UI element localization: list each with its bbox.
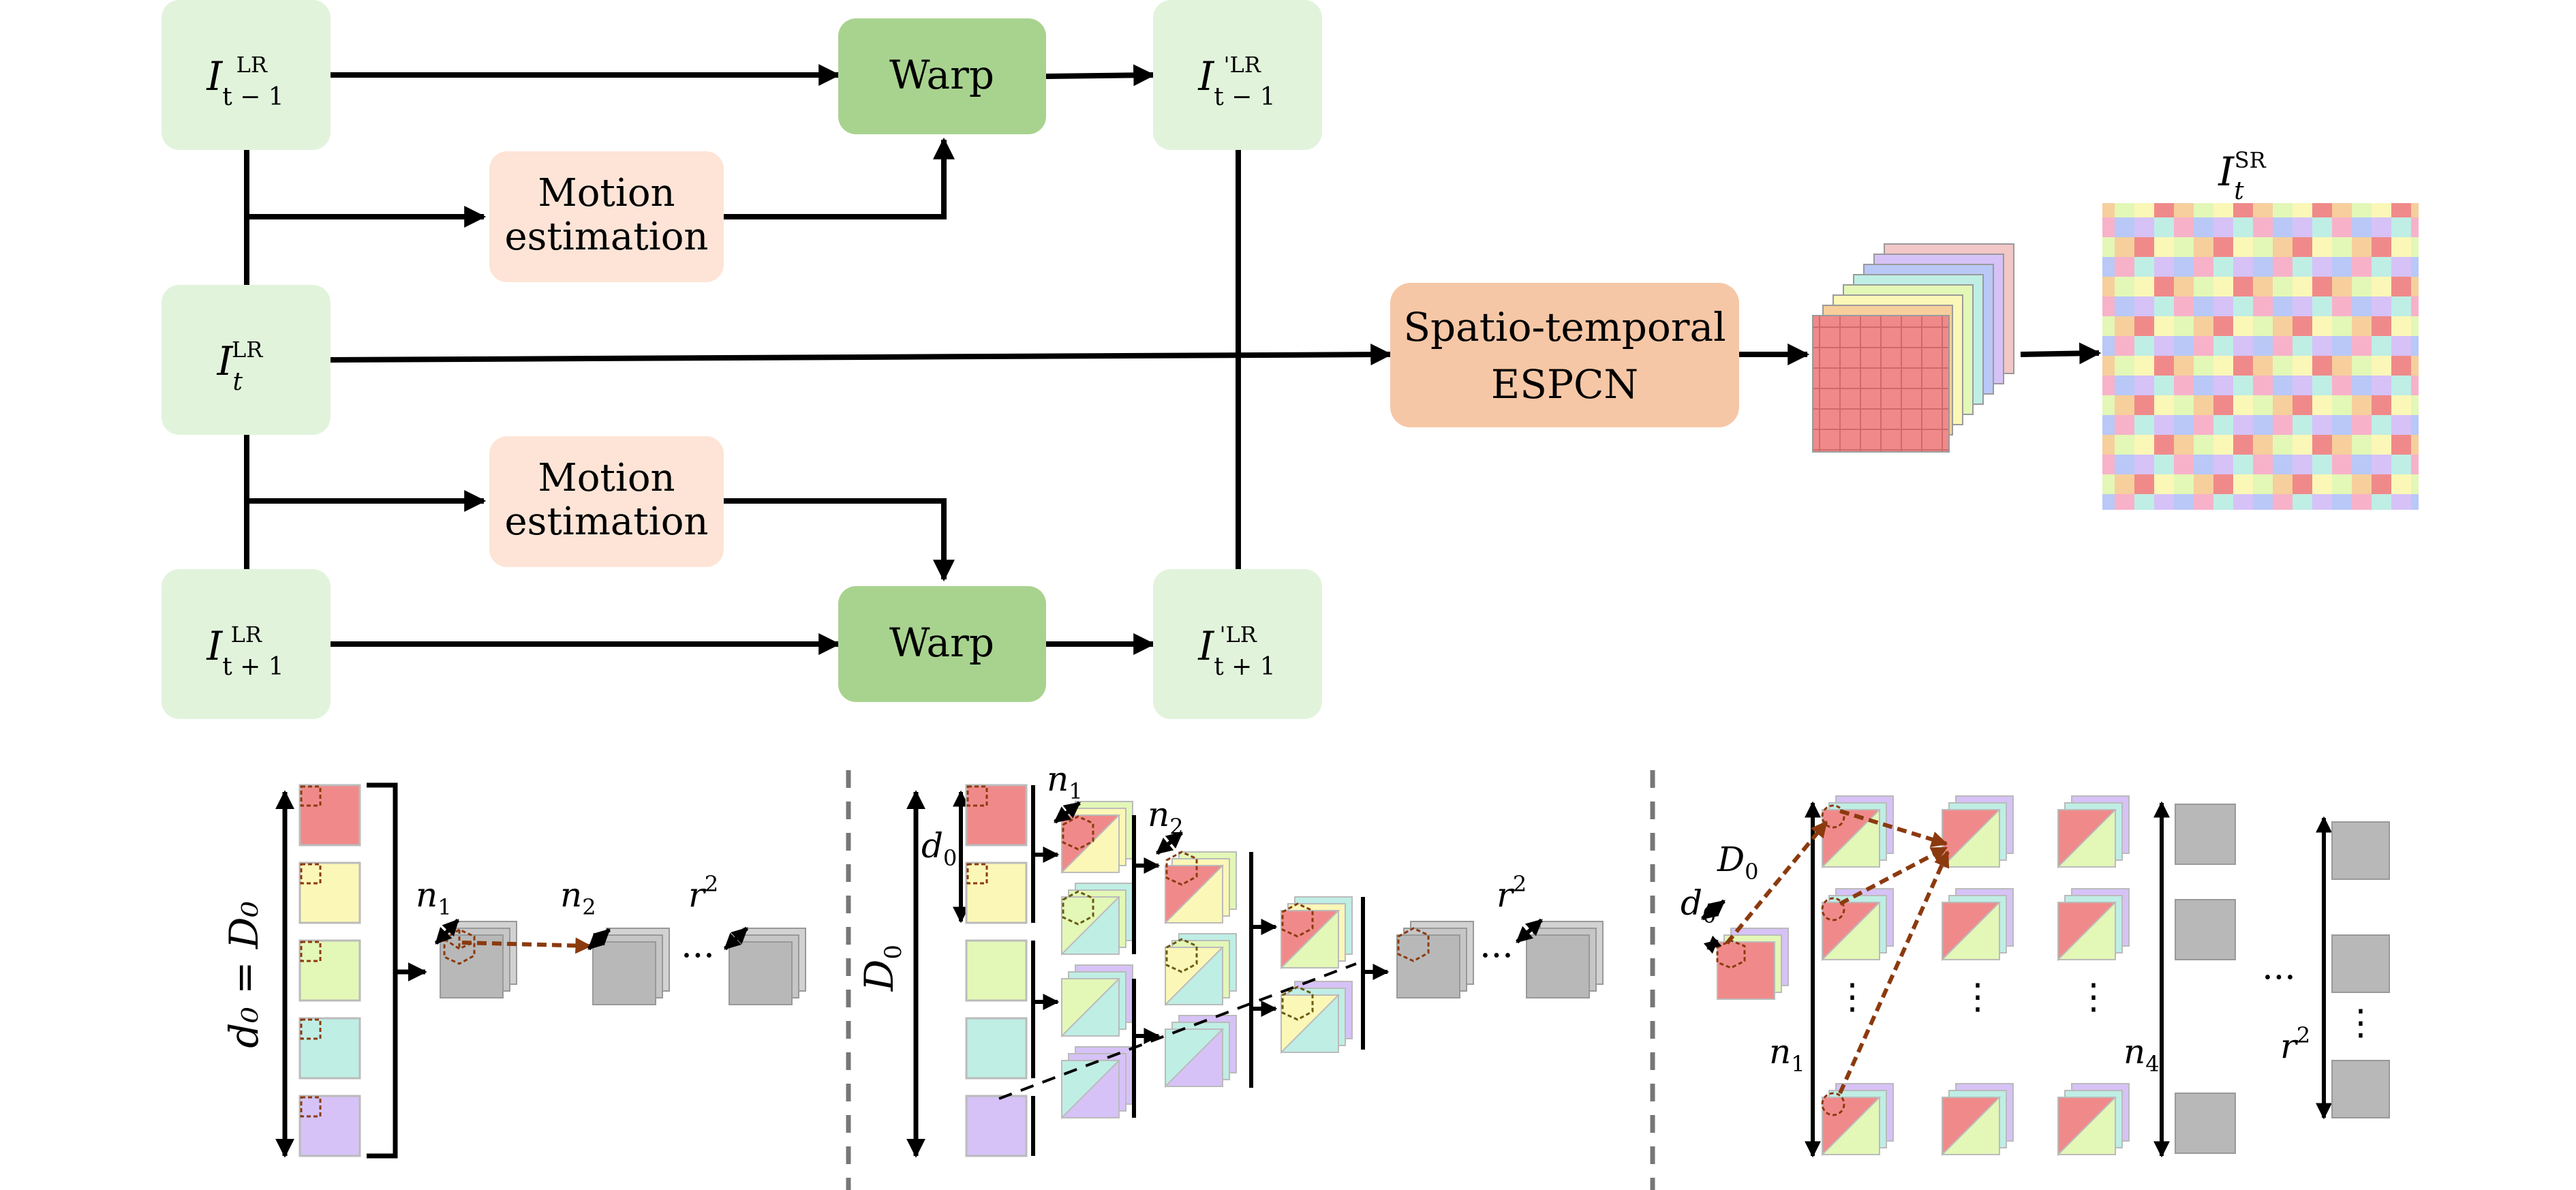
svg-text:r2: r2 xyxy=(688,871,718,915)
feature-map-stack xyxy=(1812,243,2014,453)
svg-text:n2: n2 xyxy=(1148,795,1184,840)
right-grey-col1 xyxy=(2175,804,2236,1154)
svg-text:D0: D0 xyxy=(856,945,907,992)
frame-prev: It − 1LR xyxy=(162,0,331,150)
svg-text:It + 1'LR: It + 1'LR xyxy=(1197,622,1275,681)
espcn-block: Spatio-temporal ESPCN xyxy=(1390,283,1739,427)
svg-text:⋮: ⋮ xyxy=(2343,1003,2378,1043)
svg-text:⋮: ⋮ xyxy=(1835,977,1870,1018)
svg-text:n1: n1 xyxy=(416,875,452,920)
svg-text:···: ··· xyxy=(681,936,715,977)
warp-block-top: Warp xyxy=(838,18,1046,134)
svg-text:ItSR: ItSR xyxy=(2218,147,2266,205)
right-input-stack xyxy=(1717,928,1789,1000)
svg-text:Warp: Warp xyxy=(889,52,994,98)
svg-text:⋮: ⋮ xyxy=(2076,977,2111,1018)
frame-next-warped: It + 1'LR xyxy=(1153,569,1322,719)
frame-next: It + 1LR xyxy=(162,569,331,719)
svg-text:r2: r2 xyxy=(2280,1022,2310,1066)
panel-early-fusion: d₀ = D₀ xyxy=(221,782,806,1159)
svg-text:···: ··· xyxy=(1479,936,1514,977)
svg-text:estimation: estimation xyxy=(505,215,709,259)
right-col1 xyxy=(1822,795,1894,1157)
middle-stack-out2 xyxy=(1526,921,1604,998)
middle-stack-col3 xyxy=(1281,896,1353,1054)
svg-text:It − 1LR: It − 1LR xyxy=(206,52,283,111)
sr-output: ItSR xyxy=(2102,147,2419,510)
right-col2 xyxy=(1942,795,2014,1157)
svg-text:D0: D0 xyxy=(1717,840,1758,885)
middle-input-stack xyxy=(965,784,1028,1157)
feature-stack-3 xyxy=(729,928,806,1005)
svg-text:d₀ = D₀: d₀ = D₀ xyxy=(221,901,267,1048)
svg-text:Spatio-temporal: Spatio-temporal xyxy=(1403,304,1726,350)
panel-slow-fusion: D0 d0 xyxy=(856,759,1604,1158)
pipeline-connectors xyxy=(244,64,2102,655)
svg-text:Motion: Motion xyxy=(538,171,675,215)
motion-estimation-top: Motion estimation xyxy=(489,151,724,282)
input-frame-stack xyxy=(298,784,361,1157)
svg-text:d0: d0 xyxy=(921,826,957,871)
middle-stack-col1 xyxy=(1061,801,1133,1120)
svg-text:r2: r2 xyxy=(1497,871,1527,915)
right-grey-col2 xyxy=(2331,821,2390,1118)
right-col3 xyxy=(2057,795,2130,1157)
svg-text:It + 1LR: It + 1LR xyxy=(206,622,283,681)
frame-prev-warped: It − 1'LR xyxy=(1153,0,1322,150)
svg-text:···: ··· xyxy=(2262,958,2296,998)
svg-text:Motion: Motion xyxy=(538,456,675,500)
panel-3d-convolution: D0 d0 n1 ⋮ xyxy=(1681,795,2390,1158)
frame-current: ItLR xyxy=(162,285,331,435)
svg-text:n1: n1 xyxy=(1769,1032,1805,1077)
panel-dividers xyxy=(846,770,1655,1190)
svg-text:estimation: estimation xyxy=(505,500,709,544)
svg-text:n1: n1 xyxy=(1047,759,1083,804)
middle-stack-out xyxy=(1396,921,1474,998)
svg-text:⋮: ⋮ xyxy=(1960,977,1995,1018)
svg-text:It − 1'LR: It − 1'LR xyxy=(1197,52,1275,111)
middle-stack-col2 xyxy=(1165,851,1237,1088)
svg-text:d0: d0 xyxy=(1681,883,1716,928)
svg-text:n4: n4 xyxy=(2123,1032,2160,1077)
svg-text:ItLR: ItLR xyxy=(217,337,264,396)
feature-stack-2 xyxy=(592,928,670,1005)
motion-estimation-bottom: Motion estimation xyxy=(489,436,724,567)
svg-text:Warp: Warp xyxy=(889,620,994,666)
warp-block-bottom: Warp xyxy=(838,586,1046,702)
svg-text:n2: n2 xyxy=(560,875,596,920)
svg-text:ESPCN: ESPCN xyxy=(1491,361,1638,408)
